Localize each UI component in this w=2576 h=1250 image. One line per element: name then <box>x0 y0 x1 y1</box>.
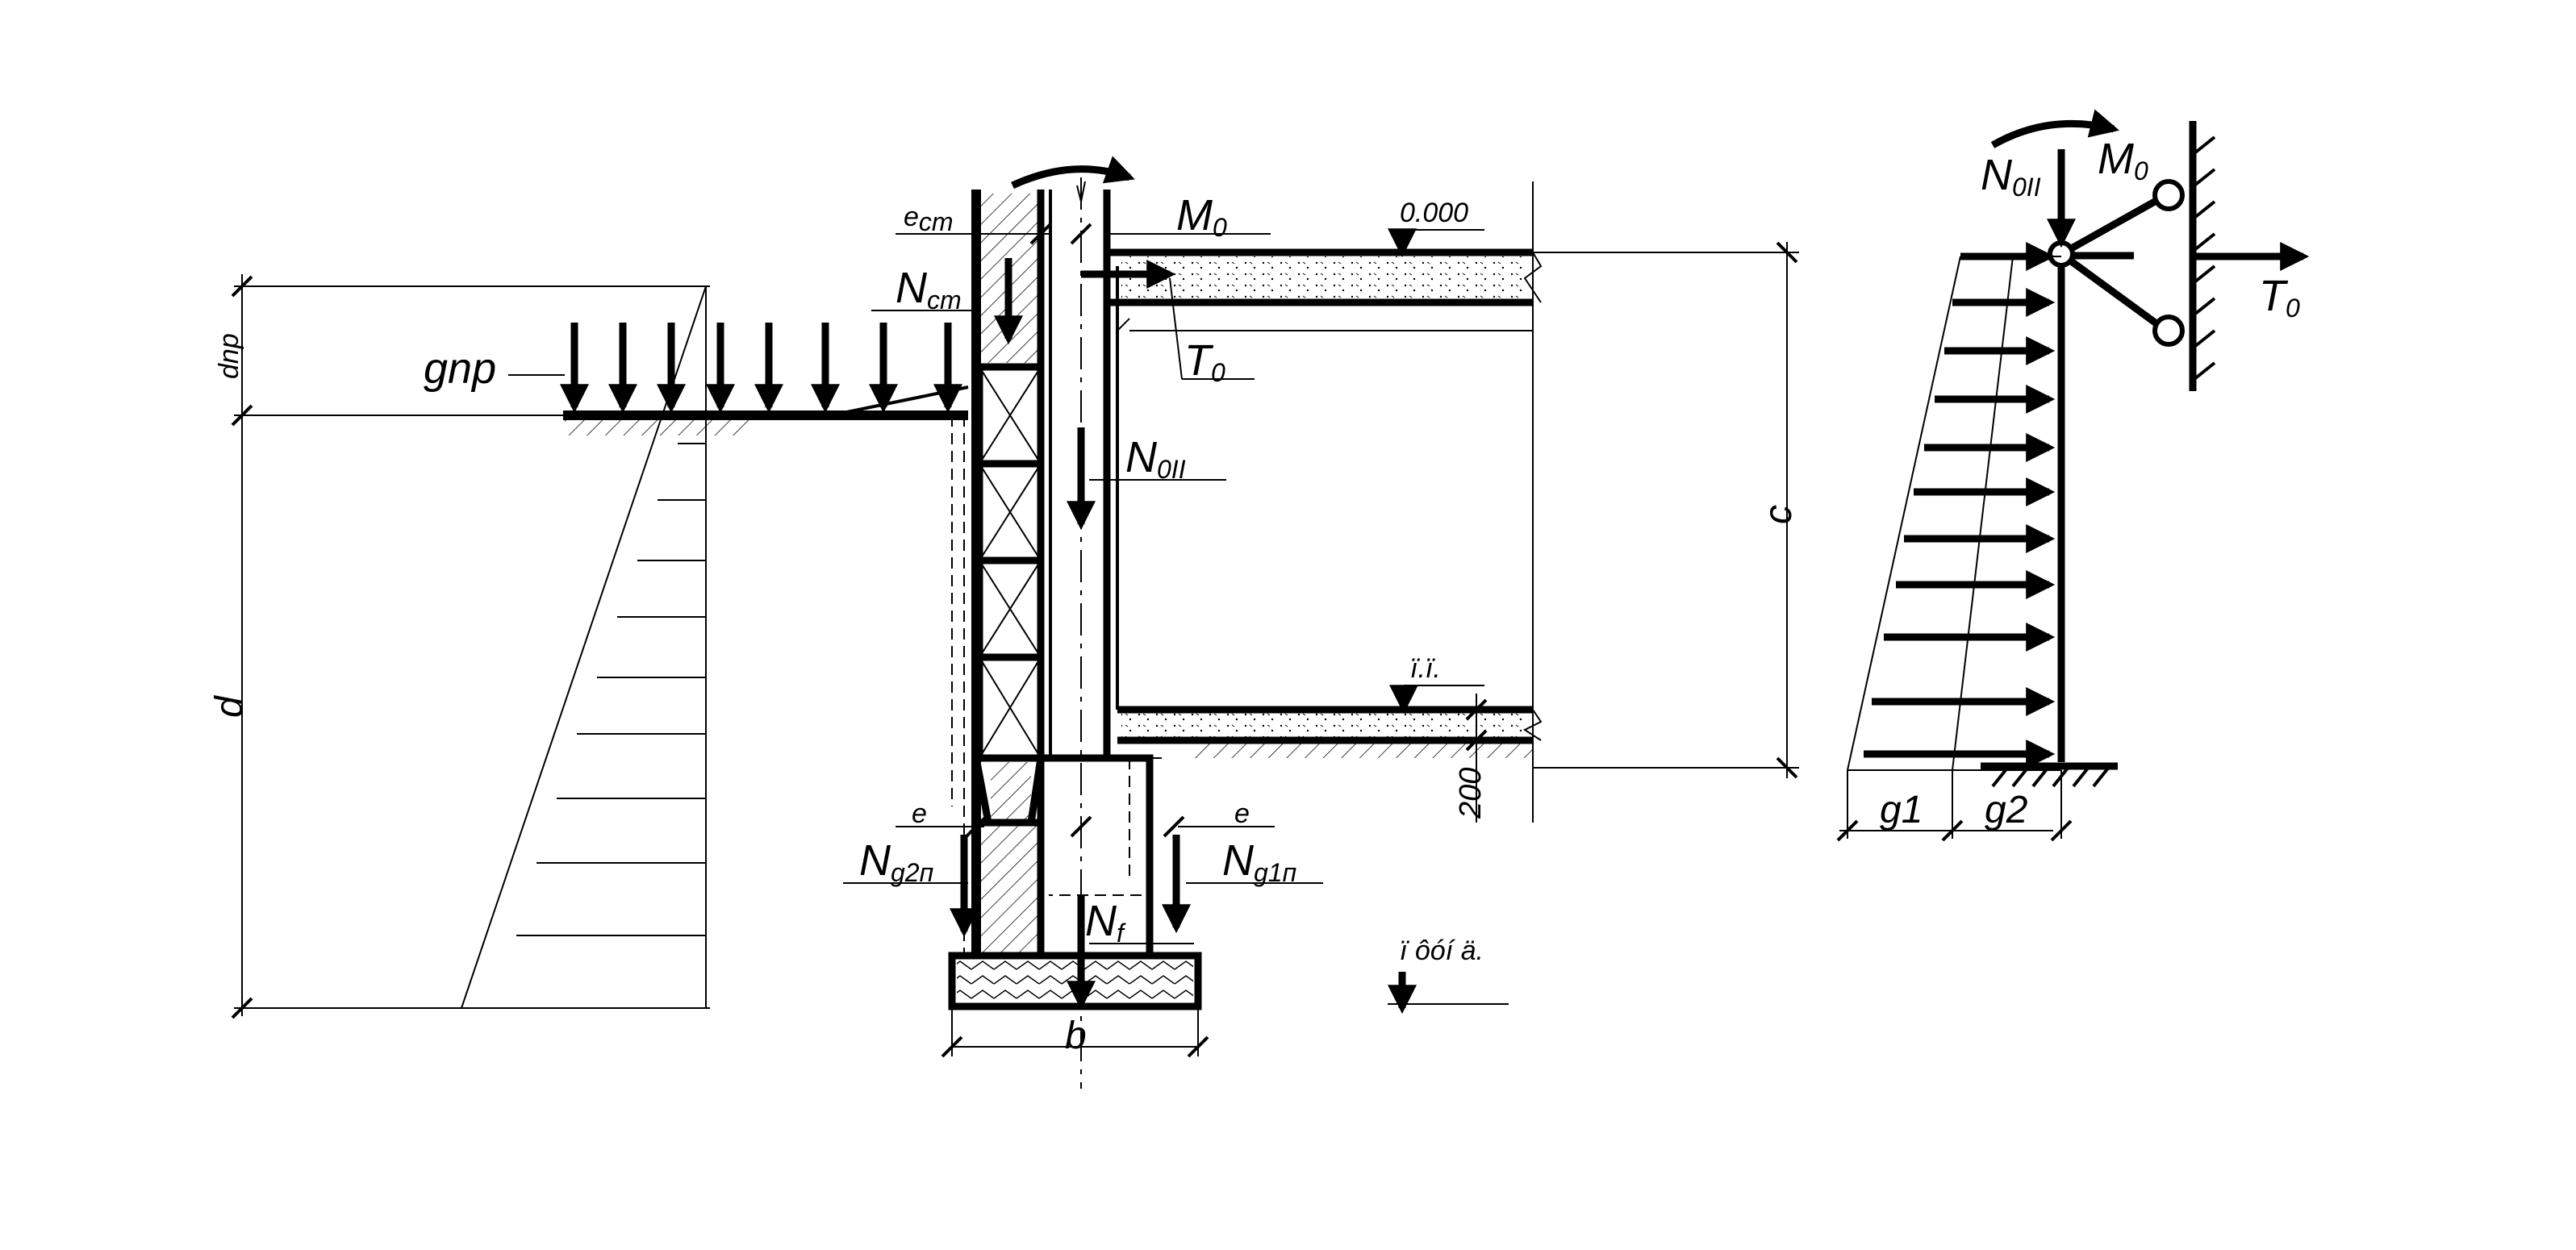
e-right-label: e <box>1234 798 1250 829</box>
dim-200-label: 200 <box>1454 768 1488 819</box>
m0-right-label: M0 <box>2098 135 2148 185</box>
ng1-main: N <box>1222 836 1255 885</box>
m0-main-sub: 0 <box>1213 213 1227 242</box>
n-oii-right-sub: 0II <box>2012 173 2041 202</box>
m0-right-arrow <box>1990 109 2119 148</box>
m0-main-arrow <box>1011 156 1135 190</box>
t0-right-main: T <box>2259 272 2289 320</box>
n-oii-right-label: N0II <box>1981 151 2041 202</box>
foundation-block <box>948 415 1202 1010</box>
ng2-label: Ng2п <box>859 836 933 887</box>
n-cm-main: N <box>896 264 928 312</box>
basement-floor-slab <box>1117 706 1543 758</box>
top-floor-slab <box>1107 181 1543 823</box>
soil-pressure-hatch <box>516 443 706 936</box>
nf-label: Nf <box>1085 897 1126 948</box>
n-oii-main-label: N0II <box>1125 433 1186 484</box>
level-zero-label: 0.000 <box>1400 198 1468 228</box>
e-cm-sub: cm <box>919 207 954 236</box>
n-oii-right-main: N <box>1981 151 2013 199</box>
g2-label: g2 <box>1985 789 2027 831</box>
ground-hatch <box>565 418 750 435</box>
nf-main: N <box>1085 897 1117 945</box>
t0-main-sub: 0 <box>1211 358 1225 387</box>
g-np-label: gnp <box>424 344 496 393</box>
m0-right-main: M <box>2098 135 2134 183</box>
t0-main-main: T <box>1184 336 1214 385</box>
structural-scheme <box>1847 121 2216 788</box>
t0-right-label: T0 <box>2259 272 2300 323</box>
g1-label: g1 <box>1880 789 1923 831</box>
d-label: d <box>208 695 251 718</box>
found-level-label: ï ôóí ä. <box>1400 935 1484 966</box>
m0-right-sub: 0 <box>2134 156 2148 185</box>
floor-level-label: ï.ï. <box>1410 653 1441 684</box>
e-left-label: e <box>912 798 927 829</box>
n-cm-label: Ncm <box>896 264 962 315</box>
d-np-label: dnp <box>214 333 244 379</box>
wall-pressure-arrows <box>1864 242 2056 769</box>
e-cm-main: e <box>904 202 919 232</box>
t0-right-sub: 0 <box>2286 294 2300 323</box>
n-oii-main-main: N <box>1125 433 1158 481</box>
surcharge-load-arrows <box>560 323 962 414</box>
m0-main-main: M <box>1176 191 1213 240</box>
ng2-main: N <box>859 836 891 885</box>
c-label: c <box>1757 505 1800 524</box>
soil-pressure-diagram <box>231 274 710 1019</box>
e-cm-label: ecm <box>904 202 954 236</box>
b-label: b <box>1065 1015 1087 1057</box>
ng1-label: Ng1п <box>1222 836 1296 887</box>
